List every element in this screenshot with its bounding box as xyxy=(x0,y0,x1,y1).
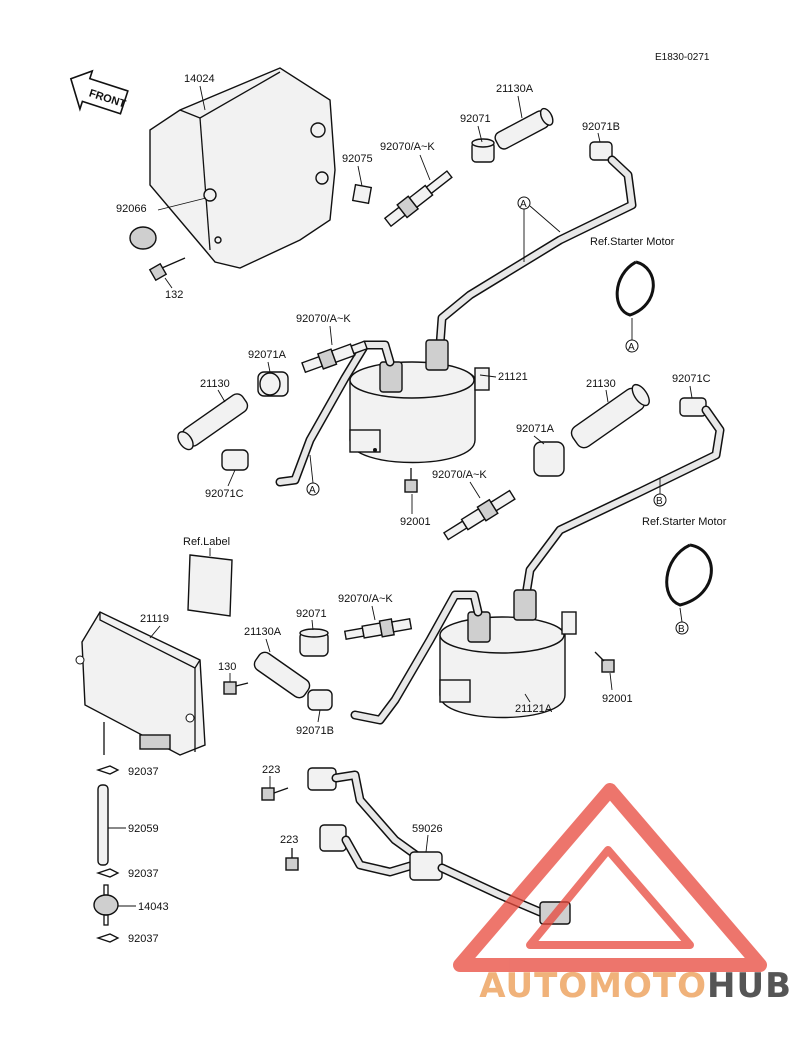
watermark-text: AUTOMOTOHUB xyxy=(479,966,792,1006)
label-92071-top: 92071 xyxy=(460,113,491,125)
label-92071B-low: 92071B xyxy=(296,725,334,737)
label-92071C-right: 92071C xyxy=(672,373,711,385)
label-223-a: 223 xyxy=(262,764,280,776)
spark-plug-top xyxy=(383,170,453,228)
ignition-coil-21121 xyxy=(349,339,490,464)
marker-b-starter: B xyxy=(678,624,685,635)
label-92071-low: 92071 xyxy=(296,608,327,620)
bolt-92001-mid xyxy=(404,468,418,493)
clamp-low xyxy=(665,543,713,607)
plug-cap-21130-right xyxy=(570,383,650,449)
bolt-130 xyxy=(223,681,249,695)
label-21121A: 21121A xyxy=(515,703,553,715)
igniter-21119 xyxy=(75,611,206,756)
filter-14043 xyxy=(93,884,119,926)
cap-92071B-low xyxy=(307,689,333,711)
label-sticker xyxy=(187,554,233,617)
label-132: 132 xyxy=(165,289,183,301)
label-92001-low: 92001 xyxy=(602,693,633,705)
plug-cap-21130A-top xyxy=(494,107,554,150)
hose-92059 xyxy=(97,784,109,866)
label-92037-c: 92037 xyxy=(128,933,159,945)
label-92066: 92066 xyxy=(116,203,147,215)
ignition-coil-21121A xyxy=(439,589,577,719)
clamp-top xyxy=(615,260,655,317)
bolt-132 xyxy=(148,257,186,282)
ref-starter-motor-top: Ref.Starter Motor xyxy=(590,236,675,248)
cap-92071-top xyxy=(471,138,495,163)
spark-plug-low xyxy=(343,618,413,640)
label-92070-right: 92070/A~K xyxy=(432,469,487,481)
label-92071B-top: 92071B xyxy=(582,121,620,133)
ref-label: Ref.Label xyxy=(183,536,230,548)
watermark-logo xyxy=(453,783,767,972)
label-14024: 14024 xyxy=(184,73,215,85)
label-21130A-top: 21130A xyxy=(496,83,534,95)
label-21130-left: 21130 xyxy=(200,378,230,390)
sensor-harness-59026 xyxy=(307,767,571,925)
cap-92071B-top xyxy=(589,141,613,161)
label-92037-b: 92037 xyxy=(128,868,159,880)
front-arrow-icon: FRONT xyxy=(69,69,129,115)
label-92071C-left: 92071C xyxy=(205,488,244,500)
spark-plug-right xyxy=(442,489,516,541)
label-92001-mid: 92001 xyxy=(400,516,431,528)
plug-cap-21130-left xyxy=(177,393,249,451)
cover-14024 xyxy=(149,67,336,269)
label-21130-right: 21130 xyxy=(586,378,616,390)
pad-92075 xyxy=(351,183,373,205)
bolt-223-a xyxy=(261,787,289,801)
label-21130A-low: 21130A xyxy=(244,626,282,638)
marker-b-right: B xyxy=(656,496,663,507)
cap-92071A-left xyxy=(257,371,289,397)
label-92075: 92075 xyxy=(342,153,373,165)
spark-plug-left xyxy=(301,340,368,374)
marker-a-top: A xyxy=(520,199,527,210)
label-130: 130 xyxy=(218,661,236,673)
marker-a-left: A xyxy=(309,485,316,496)
label-92070-top: 92070/A~K xyxy=(380,141,435,153)
label-92037-a: 92037 xyxy=(128,766,159,778)
cap-92071C-right xyxy=(679,397,707,417)
label-92070-left: 92070/A~K xyxy=(296,313,351,325)
label-14043: 14043 xyxy=(138,901,169,913)
label-59026: 59026 xyxy=(412,823,443,835)
label-92071A-left: 92071A xyxy=(248,349,287,361)
label-21121: 21121 xyxy=(498,371,528,383)
label-92070-low: 92070/A~K xyxy=(338,593,393,605)
ref-starter-motor-low: Ref.Starter Motor xyxy=(642,516,727,528)
watermark-part2: HUB xyxy=(707,966,792,1006)
label-223-b: 223 xyxy=(280,834,298,846)
diagram-code: E1830-0271 xyxy=(655,52,710,63)
marker-a-starter: A xyxy=(628,342,635,353)
watermark-part1: AUTOMOTO xyxy=(479,966,708,1006)
label-92059: 92059 xyxy=(128,823,159,835)
label-21119: 21119 xyxy=(140,613,169,625)
bolt-223-b xyxy=(285,848,299,871)
grommet-92066 xyxy=(129,226,157,250)
cap-92071-low xyxy=(299,628,329,657)
plug-cap-21130A-low xyxy=(253,651,311,699)
cap-92071A-right xyxy=(533,441,565,477)
cap-92071C-left xyxy=(221,449,249,471)
bolt-92001-low xyxy=(594,651,615,673)
label-92071A-right: 92071A xyxy=(516,423,555,435)
